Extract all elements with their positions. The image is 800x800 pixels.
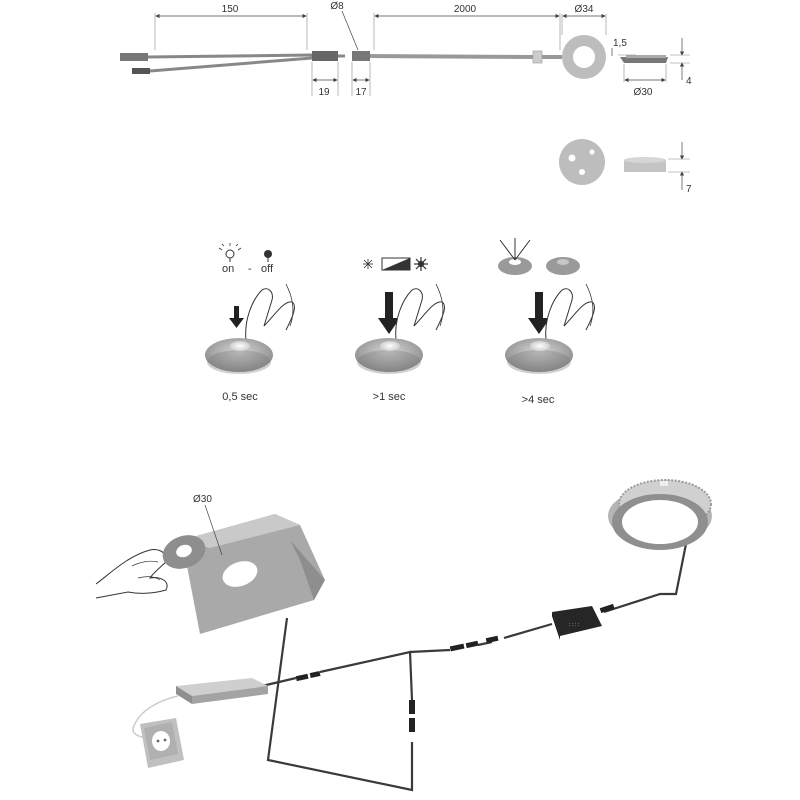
dim-high-icon [414, 257, 428, 271]
on-label: on [222, 263, 234, 275]
sensor-back-drawing: 7 [559, 139, 692, 195]
dimming-ramp-icon [381, 257, 411, 271]
installation-diagram: Ø30 :::: [95, 479, 712, 792]
press-arrow-icon [528, 292, 550, 334]
step-2-dim: >1 sec [355, 257, 445, 403]
dim-diameter-30-side: Ø30 [634, 87, 653, 98]
cabinet-panel [182, 514, 325, 634]
press-arrow-icon [229, 306, 244, 328]
dim-7: 7 [686, 184, 692, 195]
separator-dash: - [248, 263, 252, 275]
svg-text:::::: :::: [568, 622, 580, 628]
step-3-reset: >4 sec [498, 238, 595, 406]
finger-icon [395, 283, 445, 341]
drill-hole [222, 561, 258, 587]
press-arrow-icon [378, 292, 400, 334]
lit-button-icon [498, 238, 532, 275]
dim-17: 17 [355, 87, 367, 98]
bulb-on-icon [218, 243, 242, 262]
connector-plug-top [120, 53, 148, 61]
finger-icon [545, 283, 595, 341]
step-1-on-off: on - off 0,5 sec [205, 243, 295, 403]
finger-icon [245, 283, 295, 341]
bulb-off-icon [264, 250, 272, 262]
sensor-disc-side [624, 160, 666, 172]
sensor-side-view [620, 57, 668, 63]
step-2-time: >1 sec [373, 391, 406, 403]
connector-plug-bottom [132, 68, 150, 74]
step-3-time: >4 sec [522, 394, 555, 406]
dim-1-5: 1,5 [613, 38, 627, 49]
led-downlight [608, 479, 712, 550]
touch-button [355, 338, 423, 372]
dim-low-icon [363, 259, 373, 269]
sensor-back-view [559, 139, 605, 185]
hand-icon [95, 549, 169, 599]
touch-button [205, 338, 273, 372]
cable-sleeve [312, 51, 338, 61]
dim-diameter-8: Ø8 [330, 1, 344, 12]
cable-drawing: 150 Ø8 2000 Ø34 1,5 19 17 Ø30 4 [120, 1, 692, 98]
dim-19: 19 [318, 87, 330, 98]
dim-diameter-34: Ø34 [575, 4, 594, 15]
controller-box: :::: [552, 606, 602, 640]
power-supply [176, 678, 268, 704]
dim-2000: 2000 [454, 4, 477, 15]
off-label: off [261, 263, 274, 275]
dim-150: 150 [222, 4, 239, 15]
dim-4: 4 [686, 76, 692, 87]
touch-button [505, 338, 573, 372]
wall-socket [140, 718, 184, 768]
unlit-button-icon [546, 257, 580, 275]
step-1-time: 0,5 sec [222, 391, 258, 403]
dim-diameter-30-install: Ø30 [193, 494, 212, 505]
